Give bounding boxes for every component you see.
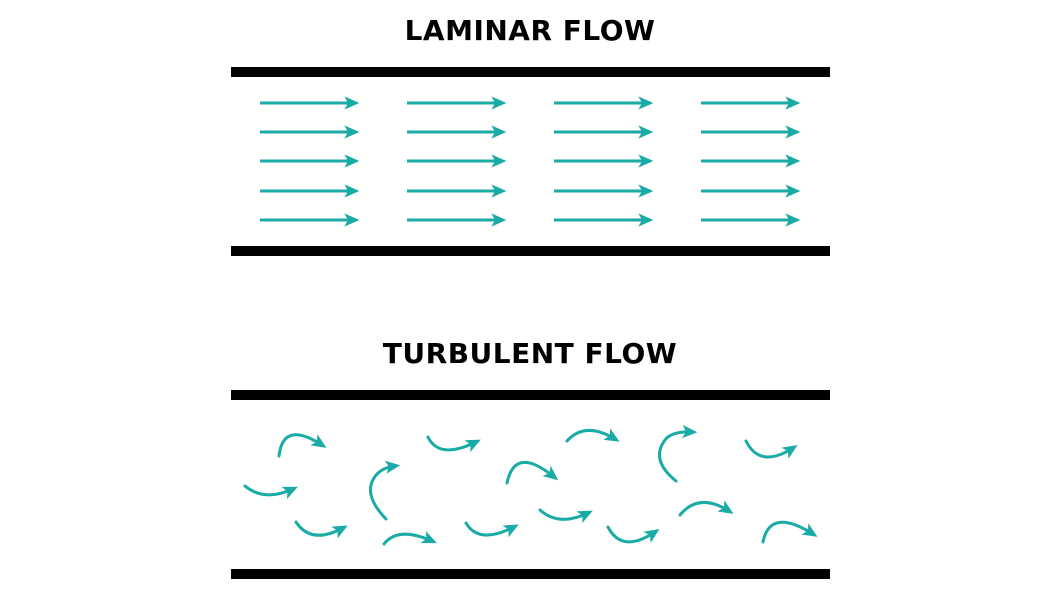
turbulent-flow-title: TURBULENT FLOW: [382, 337, 678, 370]
turbulent-eddy-arrow: [761, 520, 818, 544]
turbulent-eddy-arrow: [606, 525, 660, 544]
turbulent-eddy-arrow: [294, 520, 348, 539]
turbulent-eddies: [243, 424, 818, 546]
laminar-flow-title: LAMINAR FLOW: [404, 14, 656, 47]
turbulent-eddy-arrow: [658, 424, 698, 483]
turbulent-eddy-arrow: [744, 439, 798, 459]
turbulent-pipe: [231, 390, 830, 579]
laminar-pipe-bottom-wall: [231, 246, 830, 256]
turbulent-eddy-arrow: [382, 531, 437, 546]
turbulent-eddy-arrow: [277, 433, 327, 458]
turbulent-eddy-arrow: [426, 435, 481, 453]
turbulent-eddy-arrow: [243, 484, 298, 499]
laminar-streamlines: [260, 96, 801, 227]
turbulent-eddy-arrow: [369, 460, 401, 521]
turbulent-eddy-arrow: [678, 500, 734, 517]
turbulent-eddy-arrow: [464, 521, 519, 538]
turbulent-pipe-bottom-wall: [231, 569, 830, 579]
laminar-pipe-top-wall: [231, 67, 830, 77]
turbulent-eddy-arrow: [505, 460, 559, 485]
turbulent-pipe-top-wall: [231, 390, 830, 400]
turbulent-eddy-arrow: [538, 508, 593, 524]
turbulent-eddy-arrow: [565, 428, 620, 443]
laminar-pipe: [231, 67, 830, 256]
